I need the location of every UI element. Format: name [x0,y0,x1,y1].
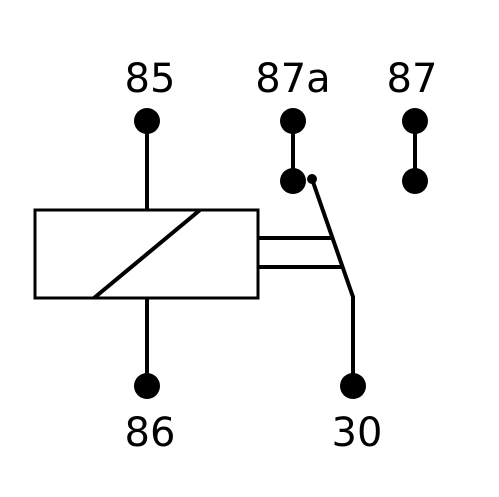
pin-label-30: 30 [332,410,383,456]
terminal-86-dot [134,373,160,399]
contact-87-dot [402,168,428,194]
pin-label-87a: 87a [255,56,330,102]
coil-slash [92,208,202,300]
pin-label-87: 87 [387,56,438,102]
contact-87a-dot [280,168,306,194]
terminal-30-dot [340,373,366,399]
pin-label-86: 86 [125,410,176,456]
pin-label-85: 85 [125,56,176,102]
terminal-85-dot [134,108,160,134]
switch-arm [310,177,355,299]
